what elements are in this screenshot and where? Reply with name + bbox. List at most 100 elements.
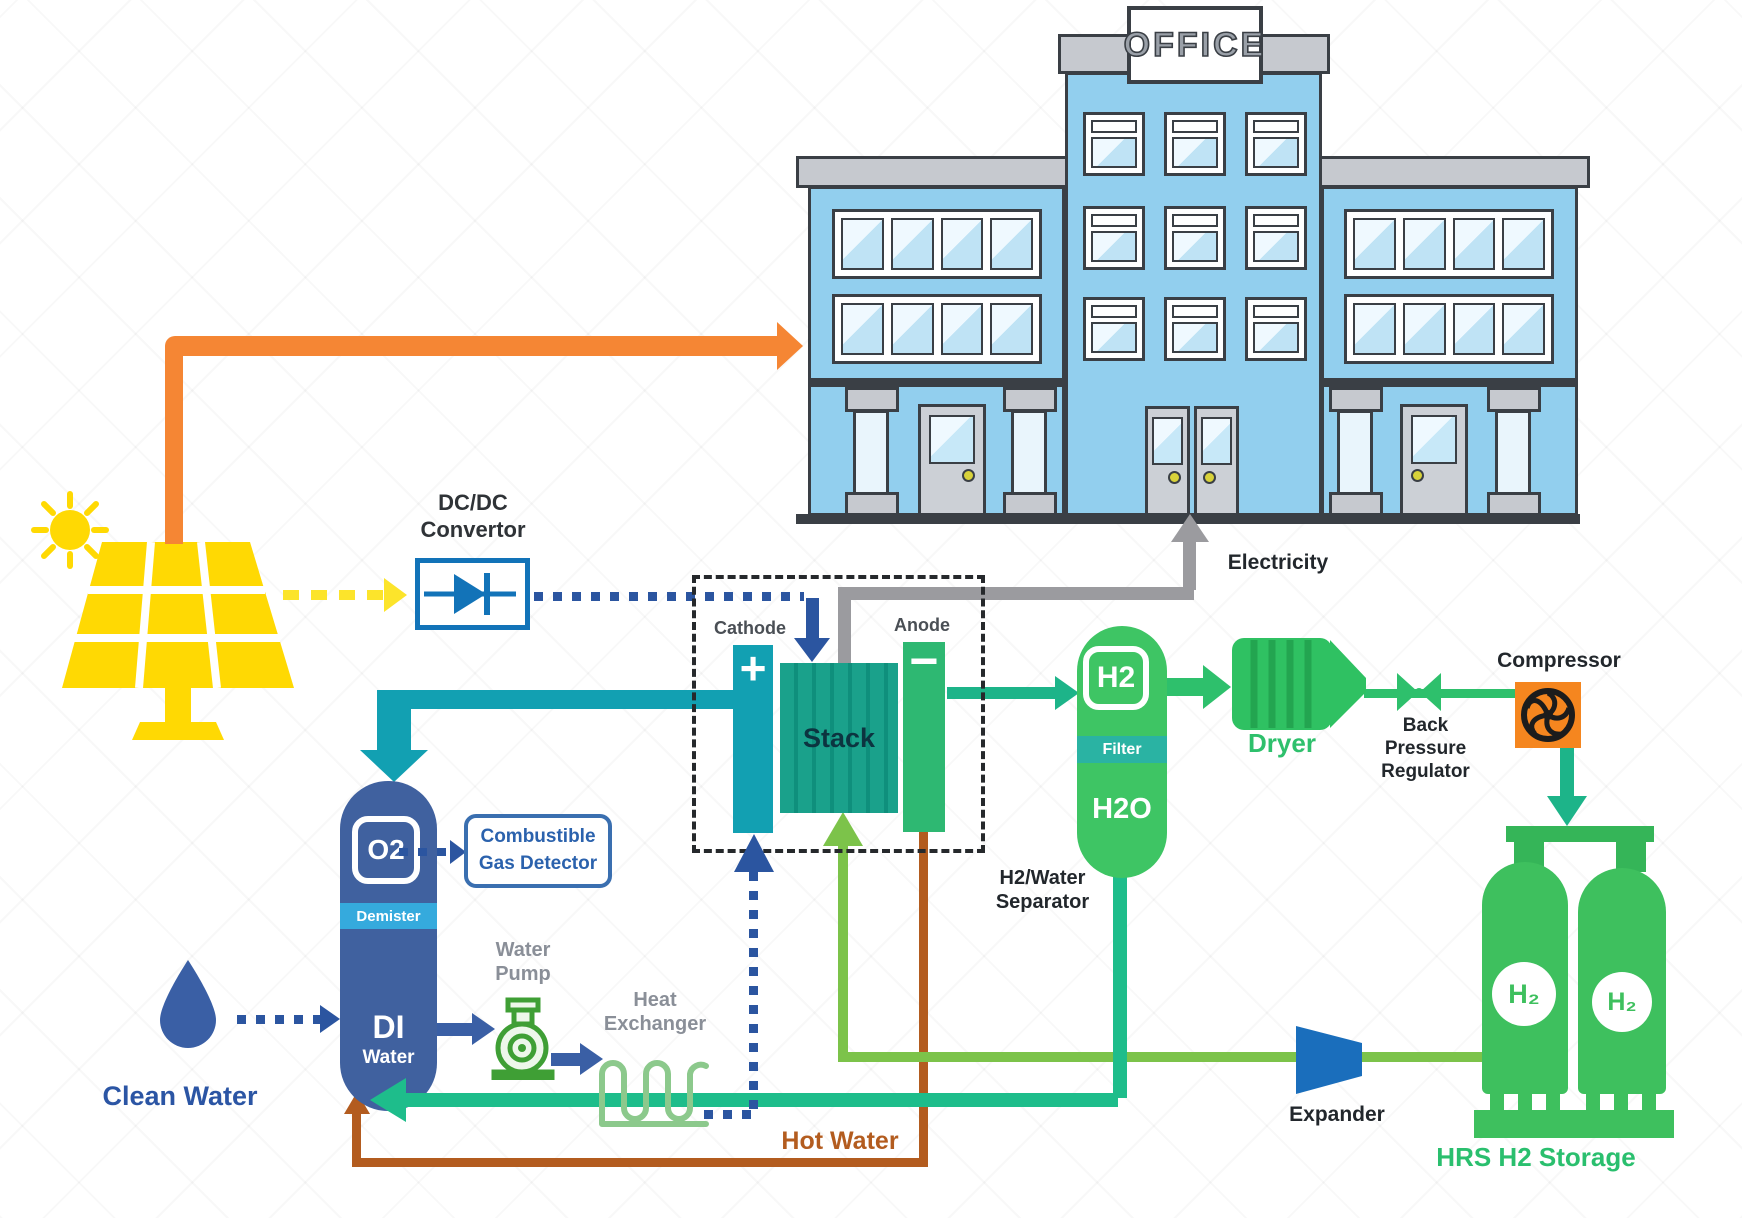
window xyxy=(841,303,884,355)
arrowhead-up-icon xyxy=(823,812,863,846)
door-window xyxy=(1152,417,1183,465)
valve-icon xyxy=(1397,673,1441,711)
h2o-label: H2O xyxy=(1092,793,1152,825)
arrowhead-up-icon xyxy=(1171,514,1209,542)
arrowhead-down-icon xyxy=(794,638,830,662)
window xyxy=(1164,112,1226,176)
window xyxy=(1353,218,1396,270)
window xyxy=(990,218,1033,270)
water-droplet-icon xyxy=(160,960,216,1048)
window xyxy=(1502,218,1545,270)
di-label: DI xyxy=(372,1009,405,1045)
door xyxy=(1145,406,1190,516)
h2-pipe xyxy=(1560,748,1574,800)
window xyxy=(1452,303,1496,355)
door-knob xyxy=(962,469,975,482)
tank-foot xyxy=(1586,1094,1600,1110)
pillar xyxy=(1337,410,1373,496)
pillar-base xyxy=(845,492,899,516)
door-window xyxy=(928,415,976,464)
stack-label: Stack xyxy=(802,722,876,753)
tank-foot xyxy=(1642,1094,1656,1110)
hot-water-pipe xyxy=(352,1158,928,1167)
tank-h2-badge: H₂ xyxy=(1592,972,1652,1032)
pillar-capital xyxy=(1329,387,1383,412)
window xyxy=(940,218,984,270)
anode-electrode: − xyxy=(903,633,945,832)
hrs-h2-storage-label: HRS H2 Storage xyxy=(1436,1142,1636,1172)
window xyxy=(1402,218,1446,270)
window-strip xyxy=(832,209,1042,279)
window xyxy=(1083,297,1145,361)
plus-sign: + xyxy=(739,642,767,694)
window xyxy=(890,303,934,355)
tank-foot xyxy=(1490,1094,1504,1110)
solar-electricity-pipe xyxy=(165,346,183,544)
dcdc-converter-box xyxy=(415,558,530,630)
arrowhead-right-icon xyxy=(384,578,407,612)
solar-electricity-pipe xyxy=(165,336,779,356)
pillar-base xyxy=(1329,492,1383,516)
pillar-capital xyxy=(845,387,899,412)
door xyxy=(918,404,986,516)
pillar xyxy=(853,410,889,496)
window xyxy=(990,303,1033,355)
window xyxy=(1083,206,1145,270)
electricity-pipe xyxy=(838,587,1194,600)
filter-band: Filter xyxy=(1077,736,1167,763)
water-pipe xyxy=(437,1023,475,1036)
hot-water-pipe xyxy=(919,828,928,1167)
right-wing-roof xyxy=(1318,156,1590,188)
dryer-icon xyxy=(1232,638,1366,730)
expander-label: Expander xyxy=(1289,1103,1385,1126)
office-sign-text: OFFICE xyxy=(1123,25,1267,65)
hot-water-label: Hot Water xyxy=(781,1127,899,1155)
left-wing-roof xyxy=(796,156,1068,188)
tank-foot xyxy=(1546,1094,1560,1110)
arrowhead-down-icon xyxy=(1547,796,1587,826)
cathode-electrode: + xyxy=(733,642,773,833)
door xyxy=(1400,404,1468,516)
stack-body: Stack xyxy=(780,663,898,813)
tank-foot xyxy=(1518,1094,1532,1110)
door-window xyxy=(1201,417,1232,465)
arrowhead-left-icon xyxy=(370,1078,406,1122)
arrowhead-right-icon xyxy=(450,840,466,864)
window-strip xyxy=(1344,209,1554,279)
tank-manifold xyxy=(1506,826,1654,842)
combustible-gas-detector: Combustible Gas Detector xyxy=(464,814,612,888)
pillar-capital xyxy=(1487,387,1541,412)
detector-dotted-line xyxy=(399,848,451,856)
office-sign: OFFICE xyxy=(1123,6,1264,84)
dc-dotted-line xyxy=(534,592,804,601)
pillar xyxy=(1495,410,1531,496)
pillar-base xyxy=(1487,492,1541,516)
tank-base xyxy=(1474,1110,1674,1138)
di-return-dotted-line xyxy=(704,1110,758,1119)
di-return-dotted-line xyxy=(749,872,758,1112)
heat-exchanger-label: Heat Exchanger xyxy=(603,989,707,1036)
window xyxy=(1164,206,1226,270)
oxygen-pipe xyxy=(394,690,734,709)
diode-icon xyxy=(424,573,516,615)
electricity-pipe xyxy=(1183,540,1196,590)
tank-manifold xyxy=(1616,842,1646,872)
window xyxy=(890,218,934,270)
dryer-label: Dryer xyxy=(1248,728,1316,758)
expander-nozzle-icon xyxy=(1296,1026,1362,1094)
electricity-pipe xyxy=(838,598,851,668)
window xyxy=(1245,297,1307,361)
water-pump-label: Water Pump xyxy=(495,939,551,986)
door-knob xyxy=(1168,471,1181,484)
wing-ledge xyxy=(1321,378,1578,387)
door-knob xyxy=(1203,471,1216,484)
pillar xyxy=(1011,410,1047,496)
arrowhead-up-icon xyxy=(734,834,774,872)
arrowhead-right-icon xyxy=(472,1013,495,1045)
door-knob xyxy=(1411,469,1424,482)
anode-label: Anode xyxy=(894,615,950,635)
window xyxy=(1164,297,1226,361)
separator-label: H2/Water Separator xyxy=(995,867,1090,914)
demister-band: Demister xyxy=(340,903,437,929)
